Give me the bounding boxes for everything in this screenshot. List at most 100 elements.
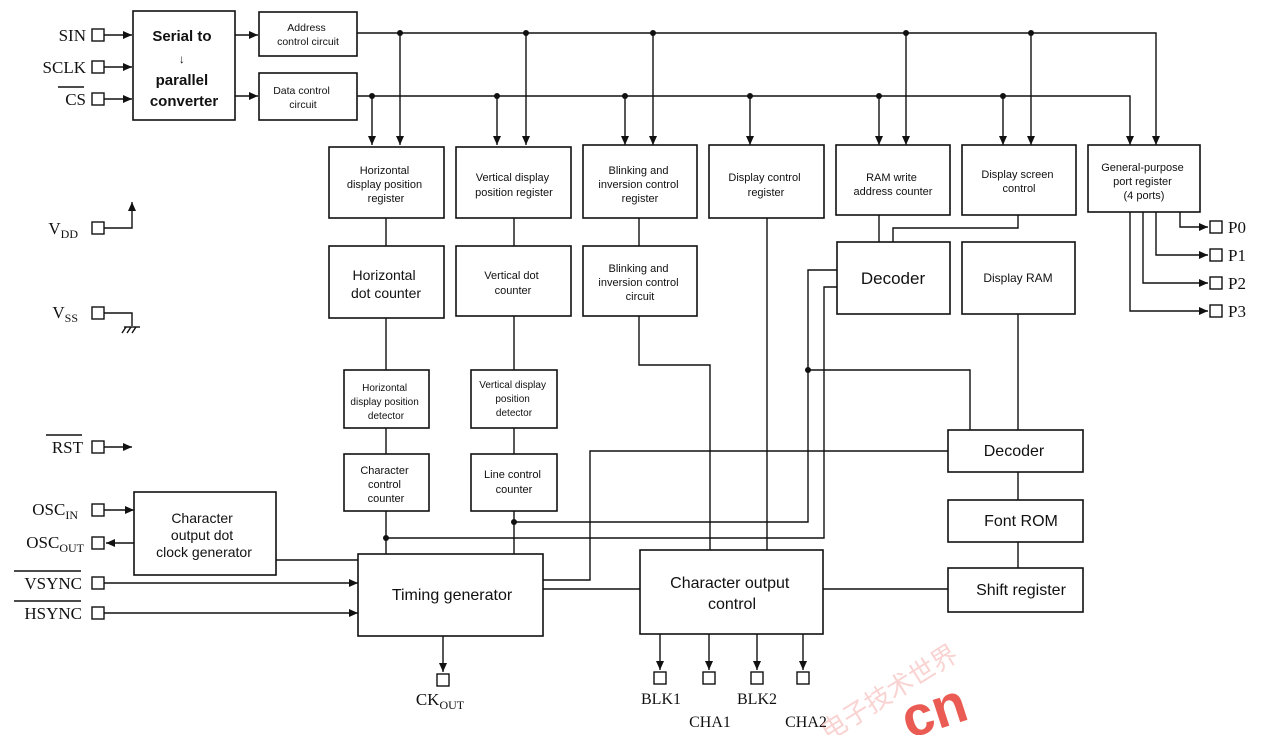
- pin-p1: P1: [1228, 246, 1246, 265]
- h-dot-counter-line-2: dot counter: [351, 285, 421, 301]
- vertical-display-position-register: Vertical display position register: [455, 146, 572, 219]
- serial-to-parallel-line-2: ↓: [179, 52, 185, 66]
- pin-vss-main: V: [52, 303, 65, 322]
- pin-blk1: BLK1: [641, 691, 681, 708]
- v-dot-counter-line-2: counter: [495, 285, 532, 297]
- gp-port-register-line-1: General-purpose: [1101, 162, 1184, 174]
- h-pos-register-line-3: register: [368, 193, 405, 205]
- decoder-ram-label: Decoder: [861, 269, 926, 288]
- gp-port-register-line-2: port register: [1113, 176, 1172, 188]
- svg-text:Character output dot: Character output dot clock generator: [156, 510, 252, 560]
- pin-ck-out-main: CK: [416, 690, 440, 709]
- v-pos-detector-line-2: position: [495, 394, 529, 405]
- pin-blk2: BLK2: [737, 691, 777, 708]
- pin-cs: CS: [65, 90, 86, 109]
- blinking-inversion-control-circuit: Blinking and inversion control circuit: [582, 245, 698, 317]
- v-pos-detector-line-3: detector: [496, 408, 533, 419]
- dot-clock-line-1: Character: [171, 510, 233, 526]
- shift-register: Shift register: [947, 567, 1084, 613]
- display-screen-control-line-2: control: [1002, 183, 1035, 195]
- pin-p3: P3: [1228, 302, 1246, 321]
- data-control-circuit: Data control circuit: [258, 72, 358, 121]
- pin-osc-out: OSCOUT: [26, 533, 84, 555]
- pin-rst: RST: [52, 438, 84, 457]
- dot-clock-line-3: clock generator: [156, 544, 252, 560]
- watermark: 电子技术世界 cn: [815, 639, 974, 735]
- vertical-dot-counter: Vertical dot counter: [455, 245, 572, 317]
- serial-to-parallel-line-3: parallel: [156, 72, 209, 89]
- horizontal-dot-counter: Horizontal dot counter: [328, 245, 445, 319]
- pin-vdd-sub: DD: [61, 227, 79, 241]
- pin-vss: VSS: [52, 303, 78, 325]
- char-output-line-1: Character output: [670, 575, 790, 592]
- svg-text:Character output control: Character output control: [670, 575, 794, 613]
- svg-text:Display control register: Display control register: [728, 172, 803, 199]
- blink-circuit-line-1: Blinking and: [609, 263, 669, 275]
- pin-osc-out-sub: OUT: [59, 541, 84, 555]
- blink-register-line-2: inversion control: [598, 179, 678, 191]
- character-control-counter: Character control counter: [343, 453, 430, 512]
- horizontal-display-position-detector: Horizontal display position detector: [343, 369, 430, 429]
- display-control-register-line-1: Display control: [728, 172, 800, 184]
- svg-text:Horizontal display posit: Horizontal display position register: [347, 165, 425, 205]
- blinking-inversion-control-register: Blinking and inversion control register: [582, 144, 698, 219]
- vertical-display-position-detector: Vertical display position detector: [470, 369, 558, 429]
- svg-text:Character control: Character control counter: [360, 465, 411, 505]
- pin-labels: SIN SCLK CS VDD VSS RST OSCIN OSCOUT VSY…: [14, 26, 1246, 731]
- pin-osc-out-main: OSC: [26, 533, 59, 552]
- ram-write-address-counter: RAM write address counter: [835, 144, 951, 216]
- pin-vdd: VDD: [48, 219, 78, 241]
- font-rom-label: Font ROM: [984, 513, 1058, 530]
- pin-cha1: CHA1: [689, 714, 731, 731]
- font-rom: Font ROM: [947, 499, 1084, 543]
- decoder-font: Decoder: [947, 429, 1084, 473]
- address-control-circuit: Address control circuit: [258, 11, 358, 57]
- dot-clock-line-2: output dot: [171, 527, 233, 543]
- pin-sin: SIN: [59, 26, 86, 45]
- display-control-register: Display control register: [708, 144, 825, 219]
- pin-osc-in: OSCIN: [32, 500, 78, 522]
- v-pos-register-line-2: position register: [475, 187, 553, 199]
- svg-text:Horizontal dot counter: Horizontal dot counter: [351, 267, 421, 301]
- shift-register-label: Shift register: [976, 582, 1066, 599]
- serial-to-parallel-line-4: converter: [150, 93, 219, 110]
- v-dot-counter-line-1: Vertical dot: [484, 270, 538, 282]
- display-ram: Display RAM: [961, 241, 1076, 315]
- decoder-font-label: Decoder: [984, 443, 1045, 460]
- svg-text:Display screen control: Display screen control: [981, 169, 1056, 195]
- svg-text:General-purpose port reg: General-purpose port register (4 ports): [1101, 162, 1187, 202]
- svg-text:Vertical display positio: Vertical display position detector: [479, 380, 548, 419]
- wiring: [104, 30, 1208, 672]
- blink-register-line-3: register: [622, 193, 659, 205]
- pin-sclk: SCLK: [43, 58, 87, 77]
- serial-to-parallel-converter: Serial to ↓ parallel converter: [132, 10, 236, 121]
- svg-text:Vertical display positio: Vertical display position register: [475, 172, 553, 199]
- char-ctrl-counter-line-2: control: [368, 479, 401, 491]
- horizontal-display-position-register: Horizontal display position register: [328, 146, 445, 219]
- blink-register-line-1: Blinking and: [609, 165, 669, 177]
- serial-to-parallel-line-1: Serial to: [152, 28, 211, 45]
- pin-osc-in-main: OSC: [32, 500, 65, 519]
- data-control-line-1: Data control: [273, 85, 330, 97]
- pin-p0: P0: [1228, 218, 1246, 237]
- ram-write-counter-line-2: address counter: [854, 186, 933, 198]
- v-pos-detector-line-1: Vertical display: [479, 380, 546, 391]
- timing-generator: Timing generator: [357, 553, 544, 637]
- pin-hsync: HSYNC: [24, 604, 82, 623]
- svg-text:Address control circuit: Address control circuit: [277, 22, 339, 48]
- ram-write-counter-line-1: RAM write: [866, 172, 917, 184]
- pin-vss-sub: SS: [65, 311, 78, 325]
- char-output-line-2: control: [708, 596, 756, 613]
- display-ram-label: Display RAM: [983, 271, 1052, 285]
- display-screen-control: Display screen control: [961, 144, 1077, 216]
- h-pos-register-line-1: Horizontal: [360, 165, 410, 177]
- pin-vsync: VSYNC: [24, 574, 82, 593]
- h-dot-counter-line-1: Horizontal: [353, 267, 416, 283]
- svg-text:Horizontal display posit: Horizontal display position detector: [350, 383, 421, 422]
- line-control-counter: Line control counter: [470, 453, 558, 512]
- h-pos-detector-line-2: display position: [350, 397, 418, 408]
- display-screen-control-line-1: Display screen: [981, 169, 1053, 181]
- svg-text:Vertical dot counter: Vertical dot counter: [484, 270, 541, 297]
- address-control-line-2: control circuit: [277, 36, 339, 48]
